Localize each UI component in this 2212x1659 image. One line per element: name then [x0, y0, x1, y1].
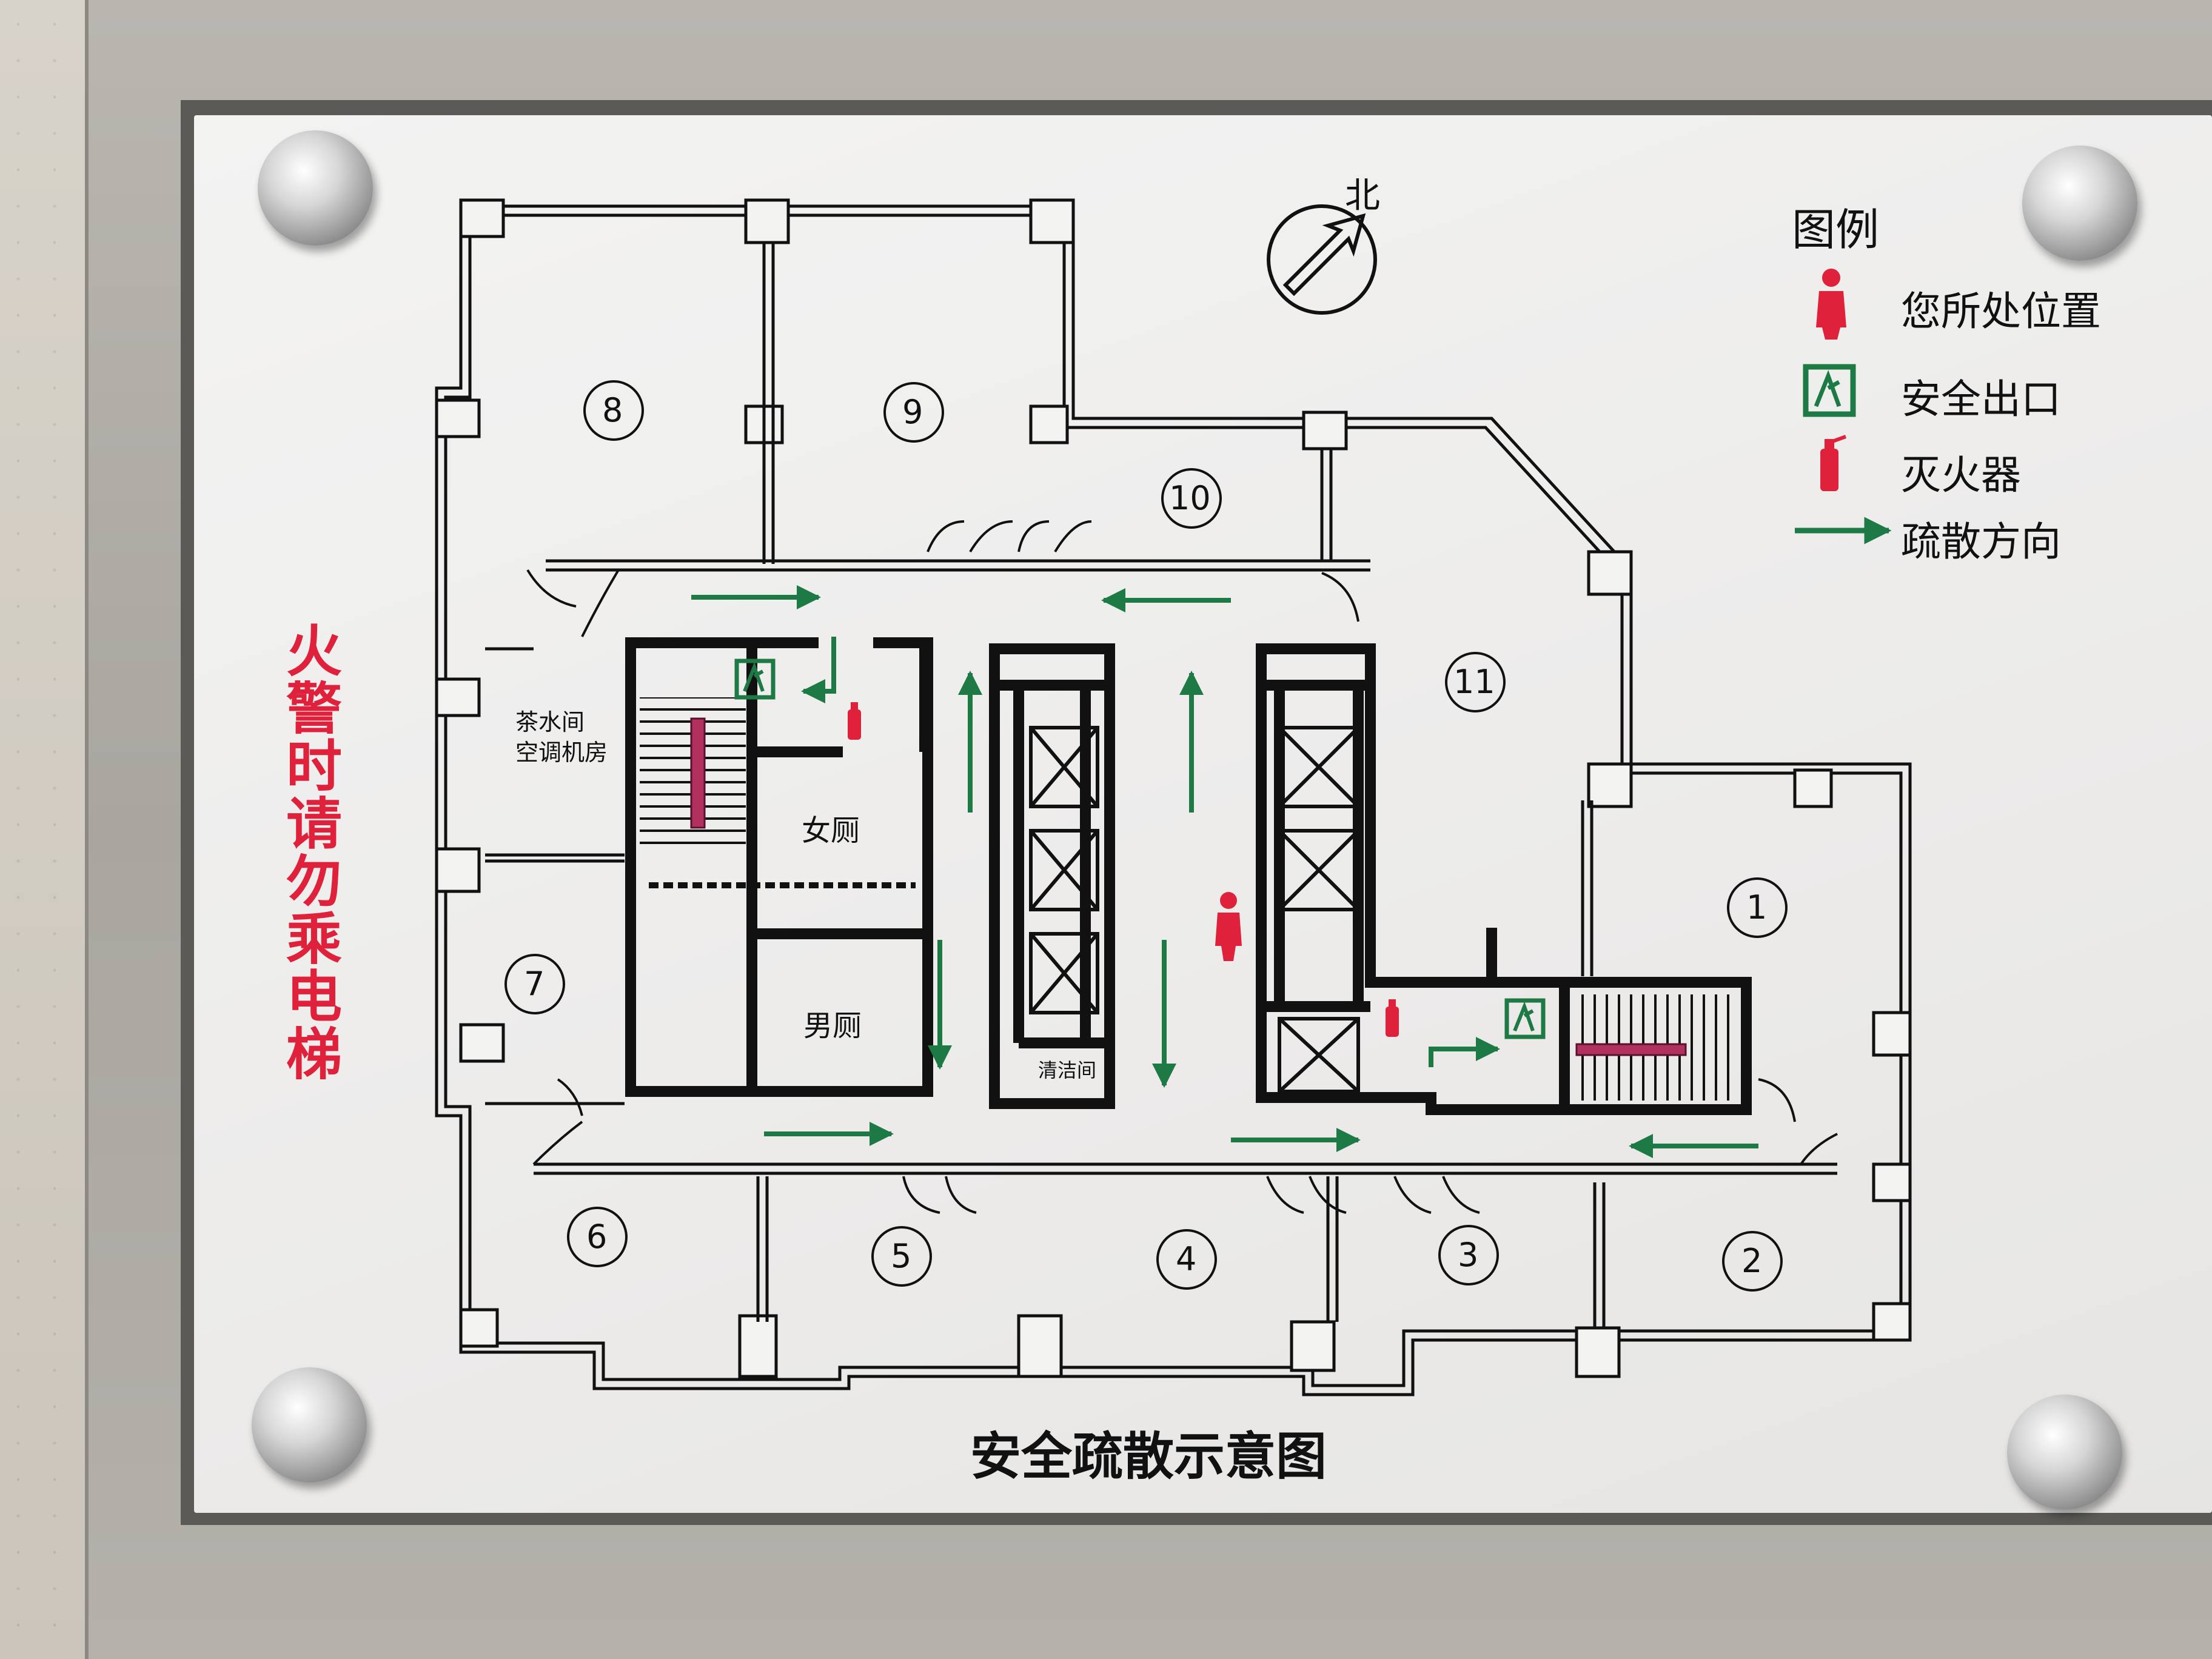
screw-bottom-right — [2007, 1395, 2122, 1510]
legend-label-extinguisher: 灭火器 — [1901, 452, 2021, 498]
warning-char: 时 — [286, 734, 342, 799]
warning-char: 电 — [286, 965, 342, 1030]
warning-char: 勿 — [286, 850, 342, 914]
warning-char: 梯 — [286, 1022, 342, 1087]
corridor — [485, 243, 1837, 1328]
window-columns — [435, 198, 1912, 1378]
exit-icon — [1504, 998, 1546, 1039]
room-number: 3 — [1458, 1236, 1479, 1274]
legend-person-icon — [1816, 269, 1846, 340]
hvac-room-label: 空调机房 — [515, 739, 608, 766]
room-number: 1 — [1746, 888, 1768, 927]
screw-bottom-left — [252, 1367, 367, 1483]
stair-handrail-left — [690, 717, 706, 829]
room-number: 7 — [524, 965, 545, 1003]
room-number: 4 — [1176, 1240, 1197, 1278]
warning-char: 火 — [286, 619, 342, 684]
tea-room-label: 茶水间 — [515, 709, 585, 736]
legend-label-location: 您所处位置 — [1901, 288, 2101, 335]
legend-exit-icon — [1803, 364, 1856, 417]
doors — [526, 520, 1838, 1214]
legend-title: 图例 — [1792, 204, 1880, 255]
room-number: 9 — [902, 393, 923, 431]
you-are-here-icon — [1215, 892, 1242, 961]
room-markers — [504, 380, 1788, 1292]
fire-extinguisher-icon — [848, 702, 861, 740]
evacuation-arrows — [691, 585, 1758, 1158]
evacuation-sheet — [194, 115, 2212, 1513]
fire-extinguisher-icon — [1386, 999, 1399, 1037]
warning-char: 乘 — [286, 907, 342, 972]
elevators — [1029, 726, 1360, 1093]
screw-top-left — [258, 130, 373, 246]
legend-fire-extinguisher-icon — [1820, 435, 1847, 491]
outer-walls — [435, 204, 1912, 1396]
room-number: 8 — [602, 391, 623, 429]
men-restroom-label: 男厕 — [803, 1009, 862, 1043]
screw-top-right — [2022, 146, 2137, 261]
exit-icon — [734, 659, 776, 700]
cleaning-room-label: 清洁间 — [1038, 1059, 1097, 1082]
women-restroom-label: 女厕 — [802, 814, 860, 848]
north-label: 北 — [1345, 175, 1381, 216]
warning-char: 警 — [286, 677, 342, 742]
warning-char: 请 — [286, 792, 342, 857]
room-number: 11 — [1453, 663, 1495, 701]
room-number: 10 — [1169, 479, 1211, 517]
north-compass — [1267, 204, 1377, 315]
room-number: 6 — [586, 1218, 608, 1256]
sign-title: 安全疏散示意图 — [970, 1427, 1327, 1486]
room-number: 5 — [891, 1237, 912, 1275]
core-walls — [625, 637, 1752, 1115]
legend-label-direction: 疏散方向 — [1901, 518, 2061, 565]
legend-label-exit: 安全出口 — [1901, 376, 2061, 423]
room-number: 2 — [1741, 1242, 1763, 1280]
stair-handrail-right — [1575, 1043, 1687, 1056]
